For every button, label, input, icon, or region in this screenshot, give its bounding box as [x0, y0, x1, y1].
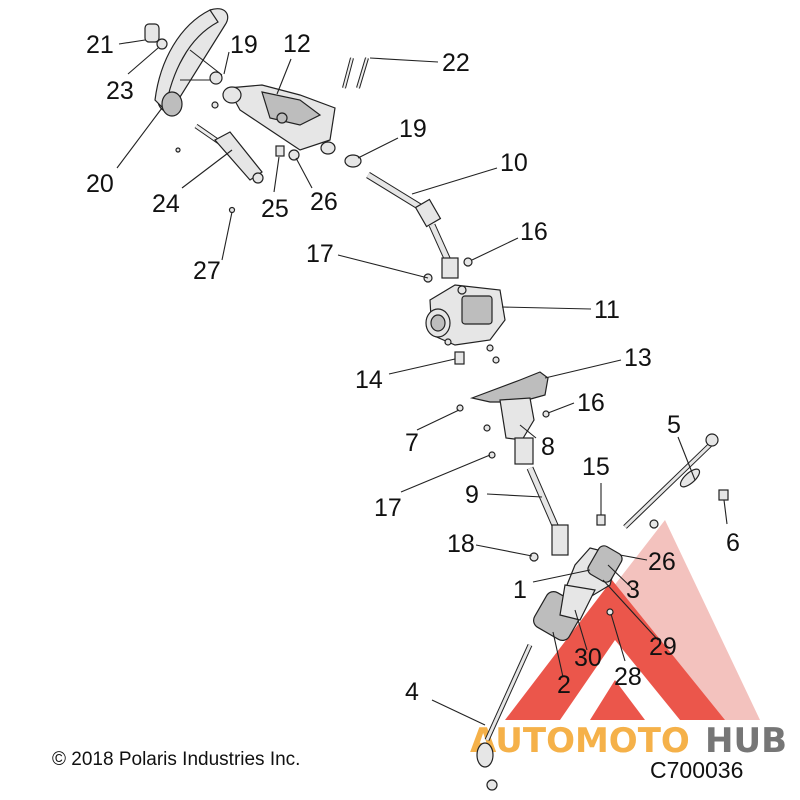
callout-29: 29 — [649, 633, 677, 661]
watermark-text-hub: HUB — [705, 721, 787, 761]
callout-17-lower: 17 — [374, 494, 402, 522]
callout-3: 3 — [626, 576, 640, 604]
callout-19-lower: 19 — [399, 115, 427, 143]
gas-strut — [194, 123, 264, 184]
lower-steering-shaft — [488, 437, 606, 562]
callout-25: 25 — [261, 195, 289, 223]
mount-bracket — [456, 371, 550, 441]
callout-8: 8 — [541, 433, 555, 461]
bushing-19 — [344, 154, 362, 168]
callout-15: 15 — [582, 453, 610, 481]
callout-1: 1 — [513, 576, 527, 604]
callout-9: 9 — [465, 481, 479, 509]
callout-22: 22 — [442, 49, 470, 77]
watermark-logo: AUTOMOTO HUB — [470, 520, 787, 761]
callout-21: 21 — [86, 31, 114, 59]
callout-19-upper: 19 — [230, 31, 258, 59]
callout-7: 7 — [405, 429, 419, 457]
callout-27: 27 — [193, 257, 221, 285]
callout-23: 23 — [106, 77, 134, 105]
callout-2: 2 — [557, 671, 571, 699]
callout-12: 12 — [283, 30, 311, 58]
tie-rod-right — [623, 433, 729, 529]
callout-13: 13 — [624, 344, 652, 372]
callout-24: 24 — [152, 190, 180, 218]
callout-30: 30 — [574, 644, 602, 672]
callout-labels: 21 19 12 22 23 20 24 25 26 19 10 16 17 2… — [86, 30, 740, 706]
callout-6: 6 — [726, 529, 740, 557]
eps-unit — [425, 284, 506, 364]
callout-16-upper: 16 — [520, 218, 548, 246]
bolts-22 — [342, 57, 369, 89]
callout-26-upper: 26 — [310, 188, 338, 216]
callout-5: 5 — [667, 411, 681, 439]
tie-rod-left — [476, 643, 533, 791]
copyright-notice: © 2018 Polaris Industries Inc. — [52, 749, 300, 770]
callout-20: 20 — [86, 170, 114, 198]
upper-steering-shaft — [366, 172, 473, 283]
watermark-text-main: AUTOMOTO — [470, 721, 690, 761]
tilt-bracket — [222, 84, 336, 155]
callout-14: 14 — [355, 366, 383, 394]
bolt-14 — [454, 351, 465, 365]
small-fasteners — [175, 101, 300, 214]
callout-17-upper: 17 — [306, 240, 334, 268]
leader-lines — [116, 39, 728, 726]
callout-26-lower: 26 — [648, 548, 676, 576]
callout-18: 18 — [447, 530, 475, 558]
callout-11: 11 — [594, 296, 620, 324]
callout-4: 4 — [405, 678, 419, 706]
wheel-cap — [144, 23, 168, 50]
callout-28: 28 — [614, 663, 642, 691]
steering-rack — [533, 545, 623, 641]
diagram-code: C700036 — [650, 757, 743, 783]
callout-16-lower: 16 — [577, 389, 605, 417]
steering-wheel — [154, 8, 229, 117]
callout-10: 10 — [500, 149, 528, 177]
